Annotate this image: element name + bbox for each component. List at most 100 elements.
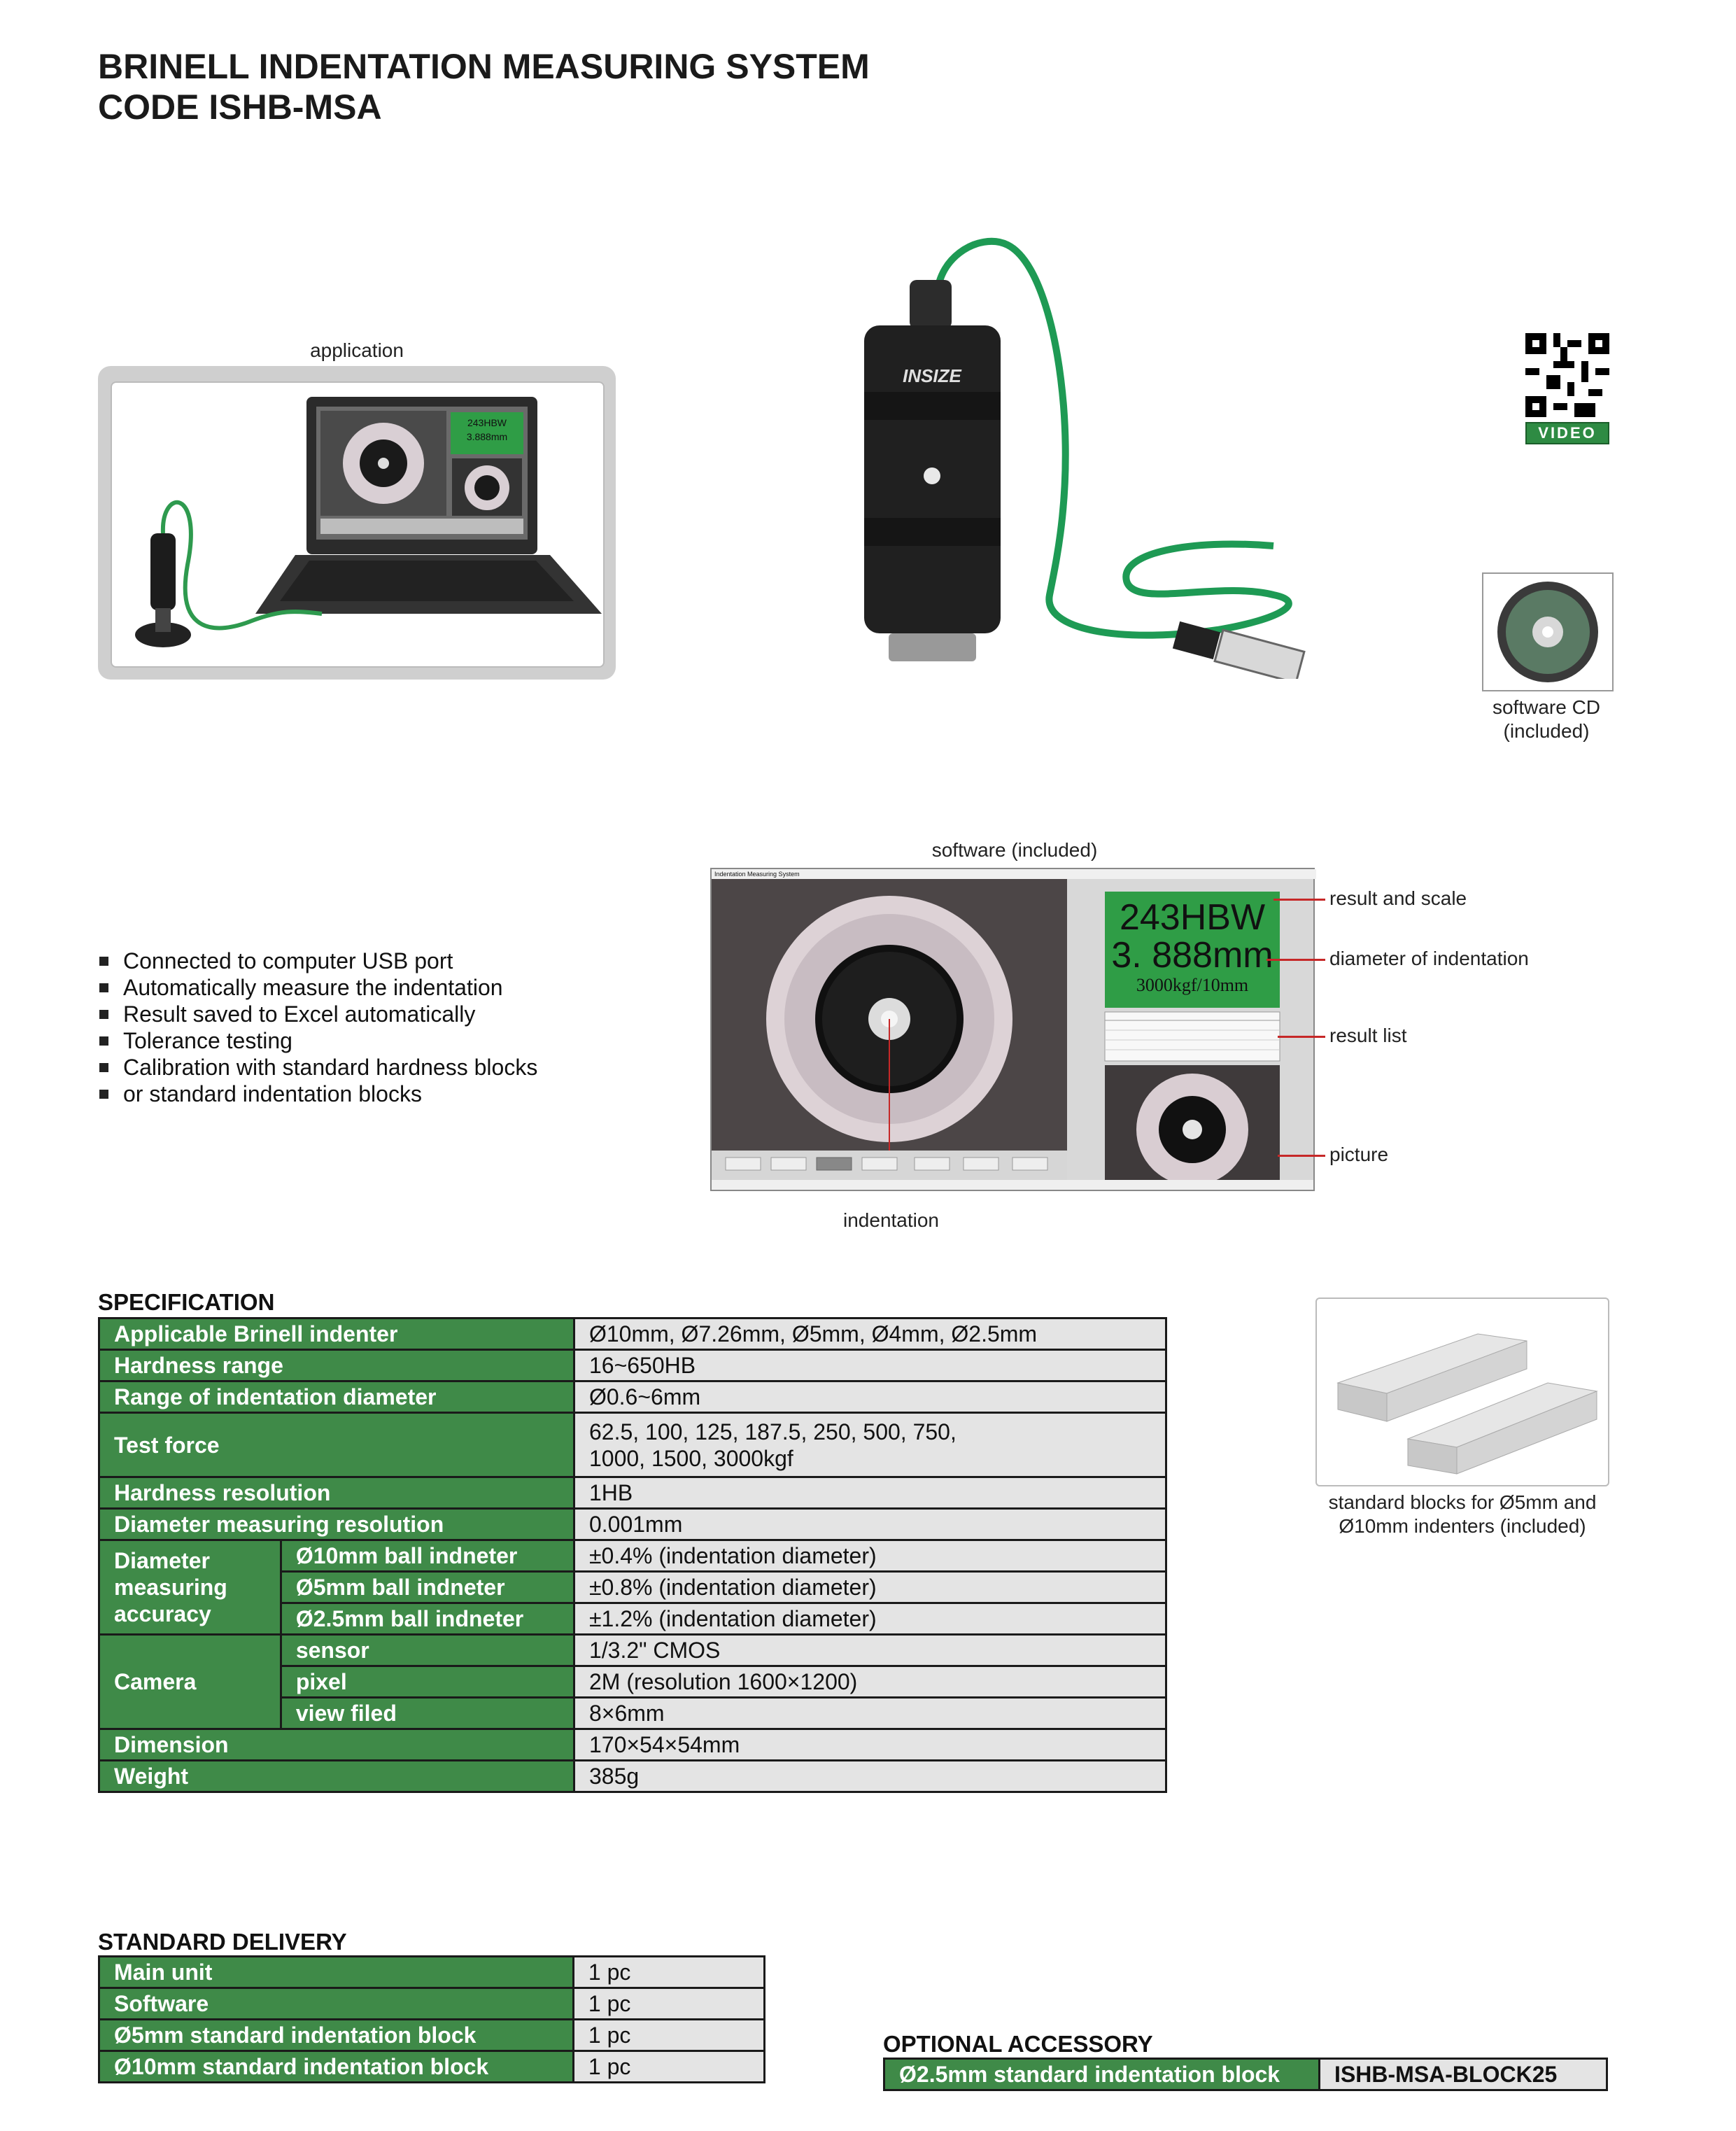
- spec-value: Ø0.6~6mm: [572, 1380, 1168, 1414]
- table-row: Ø2.5mm ball indneter ±1.2% (indentation …: [99, 1602, 1168, 1636]
- software-cd-image: [1482, 572, 1614, 691]
- spec-sublabel: Ø10mm ball indneter: [279, 1539, 575, 1573]
- spec-sublabel: view filed: [279, 1696, 575, 1730]
- callout-line-result: [1273, 899, 1325, 901]
- qr-code[interactable]: VIDEO: [1525, 332, 1609, 444]
- table-row: Ø5mm standard indentation block 1 pc: [98, 2018, 766, 2052]
- spec-value: 1HB: [572, 1476, 1168, 1510]
- application-caption: application: [310, 339, 404, 361]
- software-caption: software (included): [931, 839, 1098, 861]
- spec-sublabel: sensor: [279, 1633, 575, 1667]
- spec-value-line: 1000, 1500, 3000kgf: [588, 1445, 793, 1471]
- spec-group-label-line: Diameter: [114, 1548, 210, 1573]
- feature-item: Automatically measure the indentation: [98, 974, 537, 1001]
- table-row: Dimension 170×54×54mm: [98, 1728, 1168, 1761]
- spec-label: Diameter measuring resolution: [98, 1507, 575, 1541]
- callout-indentation: indentation: [843, 1209, 940, 1231]
- spec-value: 170×54×54mm: [572, 1728, 1168, 1761]
- spec-label: Hardness range: [98, 1349, 575, 1382]
- specification-table: Applicable Brinell indenter Ø10mm, Ø7.26…: [98, 1317, 1168, 1793]
- table-row: Ø10mm standard indentation block 1 pc: [98, 2050, 766, 2083]
- feature-list: Connected to computer USB port Automatic…: [98, 948, 537, 1107]
- spec-value: 385g: [572, 1759, 1168, 1793]
- spec-value: Ø10mm, Ø7.26mm, Ø5mm, Ø4mm, Ø2.5mm: [572, 1317, 1168, 1351]
- spec-label: Applicable Brinell indenter: [98, 1317, 575, 1351]
- laptop-hbw: 243HBW: [467, 417, 507, 428]
- delivery-qty: 1 pc: [572, 2050, 766, 2083]
- optional-code: ISHB-MSA-BLOCK25: [1318, 2058, 1608, 2091]
- software-ui: 243HBW 3. 888mm 3000kgf/10mm: [712, 879, 1313, 1190]
- standard-blocks-caption: standard blocks for Ø5mm and Ø10mm inden…: [1287, 1491, 1637, 1538]
- spec-label: Test force: [98, 1412, 575, 1478]
- standard-blocks-image: [1315, 1297, 1609, 1486]
- software-screenshot: Indentation Measuring System 243HBW 3. 8…: [710, 868, 1316, 1191]
- spec-group-label: Camera: [98, 1633, 282, 1730]
- spec-sublabel: Ø2.5mm ball indneter: [279, 1602, 575, 1636]
- callout-line-result-list: [1278, 1036, 1325, 1038]
- software-window-title: Indentation Measuring System: [712, 869, 1316, 879]
- table-row: Diameter measuring accuracy Ø10mm ball i…: [98, 1539, 1168, 1636]
- feature-item: Result saved to Excel automatically: [98, 1001, 537, 1027]
- table-row: Camera sensor 1/3.2" CMOS: [98, 1633, 1168, 1730]
- spec-value: ±0.8% (indentation diameter): [572, 1570, 1168, 1604]
- table-row: Software 1 pc: [98, 1987, 766, 2020]
- delivery-item: Ø5mm standard indentation block: [98, 2018, 574, 2052]
- callout-line-diameter: [1266, 959, 1325, 961]
- delivery-item: Main unit: [98, 1955, 574, 1989]
- laptop-dia: 3.888mm: [467, 431, 507, 442]
- spec-label: Weight: [98, 1759, 575, 1793]
- software-result-hbw: 243HBW: [1120, 897, 1265, 938]
- spec-sublabel: Ø5mm ball indneter: [279, 1570, 575, 1604]
- table-row: Main unit 1 pc: [98, 1955, 766, 1989]
- software-result-force: 3000kgf/10mm: [1136, 975, 1248, 995]
- table-row: view filed 8×6mm: [99, 1696, 1168, 1730]
- table-row: Ø2.5mm standard indentation block ISHB-M…: [882, 2058, 1608, 2091]
- feature-item: Connected to computer USB port: [98, 948, 537, 974]
- spec-value: 62.5, 100, 125, 187.5, 250, 500, 750, 10…: [572, 1412, 1168, 1478]
- spec-label: Range of indentation diameter: [98, 1380, 575, 1414]
- table-row: Hardness resolution 1HB: [98, 1476, 1168, 1510]
- brand-logo: INSIZE: [903, 365, 961, 386]
- table-row: Test force 62.5, 100, 125, 187.5, 250, 5…: [98, 1412, 1168, 1478]
- spec-value: 8×6mm: [572, 1696, 1168, 1730]
- application-image: 243HBW 3.888mm: [111, 381, 605, 668]
- table-row: Weight 385g: [98, 1759, 1168, 1793]
- spec-group-label-line: accuracy: [114, 1601, 211, 1626]
- callout-line-picture: [1278, 1155, 1325, 1157]
- device-photo: INSIZE: [864, 237, 1306, 679]
- spec-value: 16~650HB: [572, 1349, 1168, 1382]
- title-line-2: CODE ISHB-MSA: [98, 87, 382, 127]
- spec-value: 0.001mm: [572, 1507, 1168, 1541]
- spec-value: 1/3.2" CMOS: [572, 1633, 1168, 1667]
- spec-label: Hardness resolution: [98, 1476, 575, 1510]
- delivery-qty: 1 pc: [572, 1987, 766, 2020]
- feature-item: Calibration with standard hardness block…: [98, 1054, 537, 1081]
- software-cd-caption-line-2: (included): [1503, 720, 1590, 742]
- table-row: Diameter measuring resolution 0.001mm: [98, 1507, 1168, 1541]
- blocks-illustration: [1336, 1333, 1598, 1475]
- feature-item-continued: or standard indentation blocks: [98, 1081, 537, 1107]
- optional-accessory-heading: OPTIONAL ACCESSORY: [883, 2031, 1153, 2057]
- spec-sublabel: pixel: [279, 1665, 575, 1699]
- delivery-qty: 1 pc: [572, 2018, 766, 2052]
- callout-result-list: result list: [1329, 1025, 1407, 1046]
- table-row: pixel 2M (resolution 1600×1200): [99, 1665, 1168, 1699]
- software-cd-caption: software CD (included): [1455, 696, 1637, 743]
- delivery-qty: 1 pc: [572, 1955, 766, 1989]
- spec-group-label-line: measuring: [114, 1575, 227, 1600]
- page-title: BRINELL INDENTATION MEASURING SYSTEM COD…: [98, 46, 870, 127]
- callout-diameter: diameter of indentation: [1329, 948, 1529, 969]
- standard-delivery-heading: STANDARD DELIVERY: [98, 1929, 347, 1955]
- specification-heading: SPECIFICATION: [98, 1289, 275, 1315]
- delivery-item: Ø10mm standard indentation block: [98, 2050, 574, 2083]
- table-row: Ø5mm ball indneter ±0.8% (indentation di…: [99, 1570, 1168, 1604]
- spec-value: ±0.4% (indentation diameter): [572, 1539, 1168, 1573]
- optional-accessory-table: Ø2.5mm standard indentation block ISHB-M…: [882, 2058, 1608, 2091]
- spec-label: Dimension: [98, 1728, 575, 1761]
- software-cd-caption-line-1: software CD: [1492, 696, 1601, 718]
- feature-item: Tolerance testing: [98, 1027, 537, 1054]
- optional-item: Ø2.5mm standard indentation block: [882, 2058, 1321, 2091]
- standard-delivery-table: Main unit 1 pc Software 1 pc Ø5mm standa…: [98, 1955, 766, 2083]
- standard-blocks-caption-line-1: standard blocks for Ø5mm and: [1328, 1491, 1597, 1513]
- video-label: VIDEO: [1525, 422, 1609, 444]
